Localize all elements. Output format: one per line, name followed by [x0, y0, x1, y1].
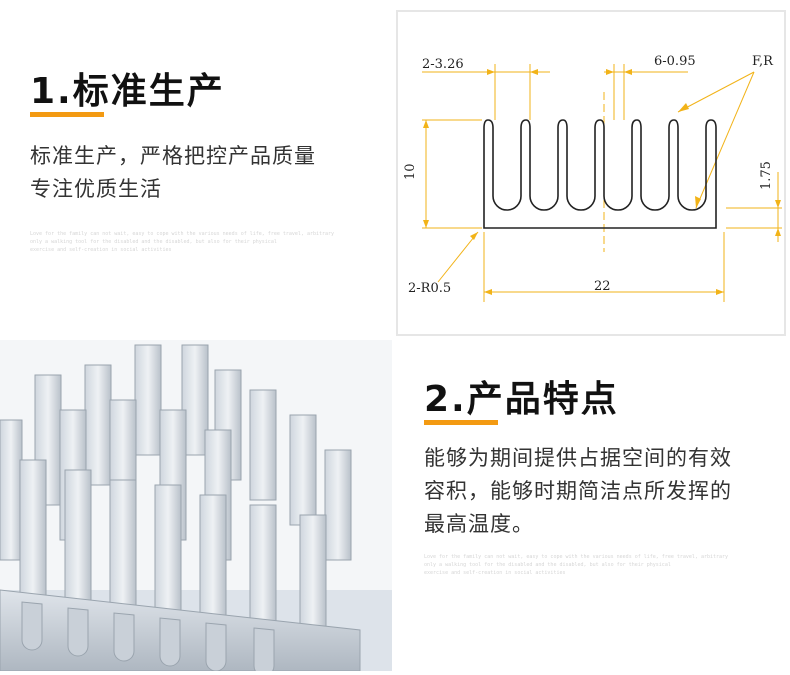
- dimension-arrows: [423, 69, 781, 295]
- section-1-panel: 1.标准生产 标准生产，严格把控产品质量 专注优质生活 Love for the…: [0, 0, 392, 340]
- section-2-desc-line: 最高温度。: [424, 512, 534, 536]
- heatsink-dimension-drawing: 2-3.26 6-0.95 F,R 10 1.75 2-R0.5 22: [403, 54, 782, 302]
- section-2-desc-line: 能够为期间提供占据空间的有效: [424, 446, 732, 470]
- dim-label-base: 1.75: [759, 161, 774, 190]
- section-1-title: 1.标准生产: [30, 71, 225, 112]
- fine-print-line: exercise and self-creation in social act…: [30, 247, 172, 253]
- fine-print-line: only a walking tool for the disabled and…: [424, 562, 671, 568]
- fine-print-line: Love for the family can not wait, easy t…: [424, 554, 729, 560]
- dim-label-radius: 2-R0.5: [408, 281, 451, 296]
- dimension-drawing-panel: 2-3.26 6-0.95 F,R 10 1.75 2-R0.5 22: [396, 10, 786, 336]
- section-1-fine-print: Love for the family can not wait, easy t…: [30, 230, 334, 254]
- dim-label-height: 10: [403, 163, 418, 180]
- fine-print-line: only a walking tool for the disabled and…: [30, 239, 277, 245]
- dim-label-fin-gap: 2-3.26: [422, 57, 464, 72]
- heatsink-profile: [483, 119, 717, 229]
- heatsink-illustration: [0, 344, 392, 675]
- dimension-lines: [422, 64, 782, 302]
- section-1-desc-line: 专注优质生活: [30, 177, 162, 201]
- section-1-accent-bar: [30, 112, 104, 117]
- dim-label-fillet: F,R: [752, 54, 774, 69]
- section-1-description: 标准生产，严格把控产品质量 专注优质生活: [30, 140, 316, 206]
- dim-label-fin-thickness: 6-0.95: [654, 54, 696, 69]
- fine-print-line: exercise and self-creation in social act…: [424, 570, 566, 576]
- section-2-accent-bar: [424, 420, 498, 425]
- section-2-description: 能够为期间提供占据空间的有效 容积，能够时期简洁点所发挥的 最高温度。: [424, 442, 732, 541]
- heatsink-photo: [0, 340, 392, 675]
- dim-label-width: 22: [594, 279, 611, 294]
- heatsink-fin-gaps: [21, 601, 275, 675]
- section-1-desc-line: 标准生产，严格把控产品质量: [30, 144, 316, 168]
- section-2-desc-line: 容积，能够时期简洁点所发挥的: [424, 479, 732, 503]
- section-2-title: 2.产品特点: [424, 379, 619, 420]
- fine-print-line: Love for the family can not wait, easy t…: [30, 231, 335, 237]
- heatsink-fins: [0, 344, 352, 656]
- section-2-panel: 2.产品特点 能够为期间提供占据空间的有效 容积，能够时期简洁点所发挥的 最高温…: [392, 340, 790, 671]
- section-2-fine-print: Love for the family can not wait, easy t…: [424, 553, 728, 577]
